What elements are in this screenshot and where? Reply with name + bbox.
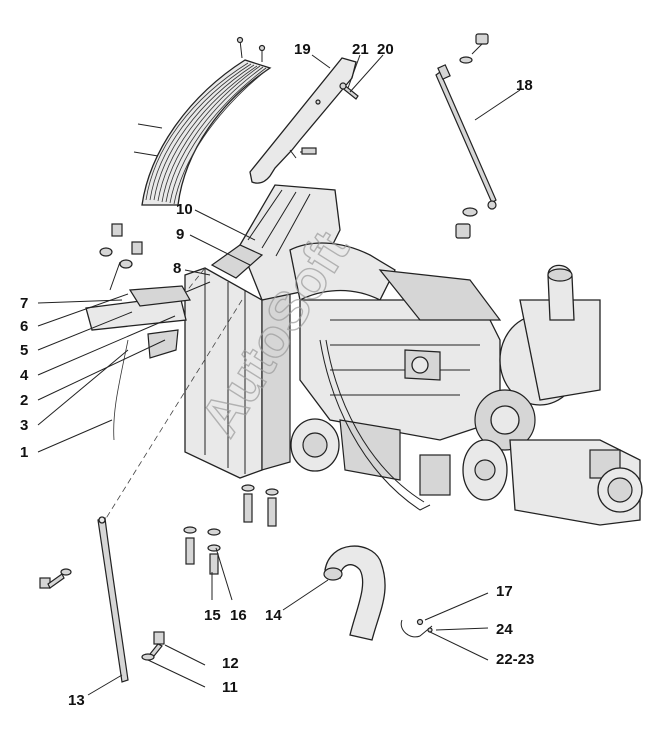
tie-rod bbox=[435, 33, 497, 239]
engine-assembly bbox=[289, 242, 643, 526]
callout-21: 21 bbox=[352, 41, 369, 58]
callout-16: 16 bbox=[230, 607, 247, 624]
ground-cable bbox=[97, 516, 129, 683]
callout-13: 13 bbox=[68, 692, 85, 709]
curved-cooler-grille bbox=[133, 36, 272, 206]
intake-hose bbox=[323, 545, 386, 641]
callout-7: 7 bbox=[20, 295, 28, 312]
bolt-pair bbox=[183, 484, 279, 575]
callout-5: 5 bbox=[20, 342, 28, 359]
radiator-core bbox=[184, 184, 341, 479]
callout-18: 18 bbox=[516, 77, 533, 94]
callout-20: 20 bbox=[377, 41, 394, 58]
callout-11: 11 bbox=[222, 679, 238, 696]
callout-8: 8 bbox=[173, 260, 181, 277]
callout-10: 10 bbox=[176, 201, 193, 218]
bolt-washer-set bbox=[39, 568, 165, 661]
callout-6: 6 bbox=[20, 318, 28, 335]
callout-19: 19 bbox=[294, 41, 311, 58]
assembly-guide-lines bbox=[104, 267, 243, 521]
hose-clamp bbox=[400, 618, 433, 638]
callout-15: 15 bbox=[204, 607, 221, 624]
callout-12: 12 bbox=[222, 655, 239, 672]
leader-lines bbox=[37, 54, 521, 696]
callout-24: 24 bbox=[496, 621, 513, 638]
callout-3: 3 bbox=[20, 417, 28, 434]
callout-1: 1 bbox=[20, 444, 28, 461]
callout-2: 2 bbox=[20, 392, 28, 409]
callout-17: 17 bbox=[496, 583, 513, 600]
callout-9: 9 bbox=[176, 226, 184, 243]
callout-14: 14 bbox=[265, 607, 282, 624]
mounting-bracket bbox=[249, 57, 357, 184]
callout-22-23: 22-23 bbox=[496, 651, 534, 668]
callout-4: 4 bbox=[20, 367, 29, 384]
bolt bbox=[339, 82, 359, 100]
